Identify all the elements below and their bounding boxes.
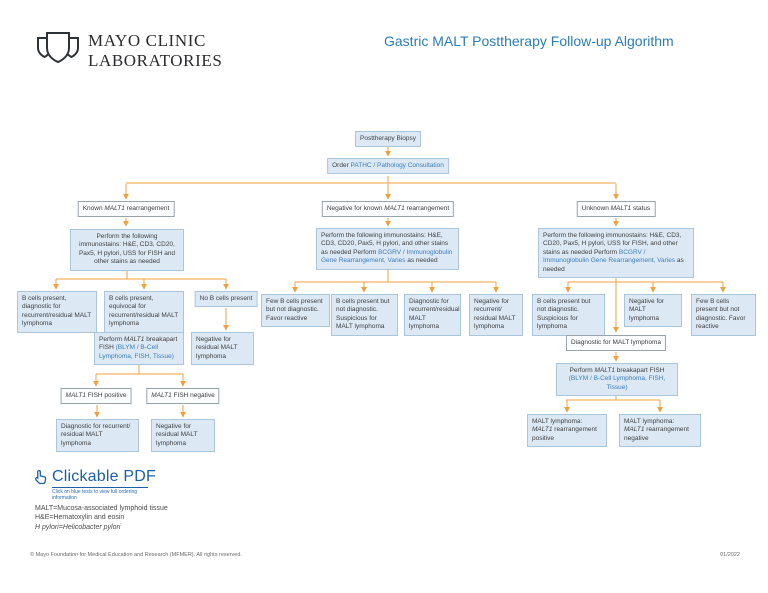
mayo-clinic-shields-logo	[37, 32, 79, 64]
blym-test-link[interactable]: (BLYM / B-Cell Lymphoma, FISH, Tissue)	[568, 375, 666, 391]
logo-wordmark: MAYO CLINIC LABORATORIES	[88, 31, 222, 71]
clickable-pdf-label[interactable]: Clickable PDF	[52, 468, 156, 485]
node-posttherapy-biopsy: Posttherapy Biopsy	[354, 131, 422, 148]
node-perform-malt1-fish-right: Perform MALT1 breakapart FISH (BLYM / B-…	[556, 363, 678, 397]
node-label: Order	[332, 162, 351, 169]
node-right-negative: Negative for MALT lymphoma	[624, 294, 682, 328]
node-mid-negative: Negative for recurrent/ residual MALT ly…	[469, 294, 523, 336]
bcgrv-test-link[interactable]: BCGRV / Immunoglobulin Gene Rearrangemen…	[321, 248, 453, 265]
copyright-text: © Mayo Foundation for Medical Education …	[30, 552, 242, 558]
clickable-pdf-legend: Clickable PDF Click on blue tests to vie…	[33, 468, 156, 501]
bcgrv-test-link[interactable]: BCGRV / Immunoglobulin Gene Rearrangemen…	[543, 248, 676, 265]
node-malt-lymphoma-rearrangement-positive: MALT lymphoma: MALT1 rearrangement posit…	[527, 414, 607, 448]
page-title: Gastric MALT Posttherapy Follow-up Algor…	[384, 33, 674, 49]
node-final-negative-left: Negative for residual MALT lymphoma	[151, 419, 215, 453]
node-order-pathology-consultation: Order PATHC / Pathology Consultation	[327, 158, 449, 175]
pathc-test-link[interactable]: PATHC / Pathology Consultation	[350, 162, 444, 169]
node-final-diagnostic-left: Diagnostic for recurrent/ residual MALT …	[56, 419, 139, 453]
abbreviation-definitions: MALT=Mucosa-associated lymphoid tissue H…	[35, 504, 168, 532]
node-malt1-fish-negative: MALT1 FISH negative	[146, 388, 220, 405]
node-perform-immunostains-right: Perform the following immunostains: H&E,…	[538, 228, 694, 279]
node-mid-suspicious: B cells present but not diagnostic. Susp…	[331, 294, 398, 336]
blym-test-link[interactable]: (BLYM / B-Cell Lymphoma, FISH, Tissue)	[99, 344, 174, 360]
revision-date: 01/2022	[720, 552, 740, 558]
node-negative-known-malt1-rearrangement: Negative for known MALT1 rearrangement	[321, 201, 455, 218]
definition-he: H&E=Hematoxylin and eosin	[35, 514, 125, 522]
definition-malt: MALT=Mucosa-associated lymphoid tissue	[35, 505, 168, 512]
node-perform-immunostains-left: Perform the following immunostains: H&E,…	[70, 229, 184, 271]
node-label: Posttherapy Biopsy	[359, 135, 417, 142]
node-unknown-malt1-status: Unknown MALT1 status	[576, 201, 656, 218]
hand-pointer-icon	[35, 469, 47, 485]
node-malt-lymphoma-rearrangement-negative: MALT lymphoma: MALT1 rearrangement negat…	[619, 414, 701, 448]
definition-hpylori: H pylori=Helicobacter pylori	[35, 523, 121, 531]
node-mid-diagnostic: Diagnostic for recurrent/residual MALT l…	[404, 294, 461, 336]
node-malt1-fish-positive: MALT1 FISH positive	[60, 388, 132, 405]
node-bcells-diagnostic: B cells present, diagnostic for recurren…	[17, 291, 97, 333]
clickable-pdf-caption: Click on blue tests to view full orderin…	[52, 487, 148, 501]
node-known-malt1-rearrangement: Known MALT1 rearrangement	[77, 201, 175, 218]
node-perform-malt1-fish-left: Perform MALT1 breakapart FISH (BLYM / B-…	[94, 332, 184, 366]
node-negative-residual-left: Negative for residual MALT lymphoma	[191, 332, 254, 366]
node-bcells-equivocal: B cells present, equivocal for recurrent…	[104, 291, 184, 333]
node-perform-immunostains-middle: Perform the following immunostains: H&E,…	[316, 228, 459, 270]
node-mid-few-bcells: Few B cells present but not diagnostic. …	[261, 294, 330, 328]
node-diagnostic-malt-lymphoma: Diagnostic for MALT lymphoma	[565, 335, 667, 352]
node-right-few-bcells: Few B cells present but not diagnostic. …	[691, 294, 756, 336]
logo-line1: MAYO CLINIC	[88, 31, 206, 50]
logo-line2: LABORATORIES	[88, 51, 223, 71]
node-no-bcells: No B cells present	[194, 291, 258, 308]
node-right-suspicious: B cells present but not diagnostic. Susp…	[532, 294, 605, 336]
